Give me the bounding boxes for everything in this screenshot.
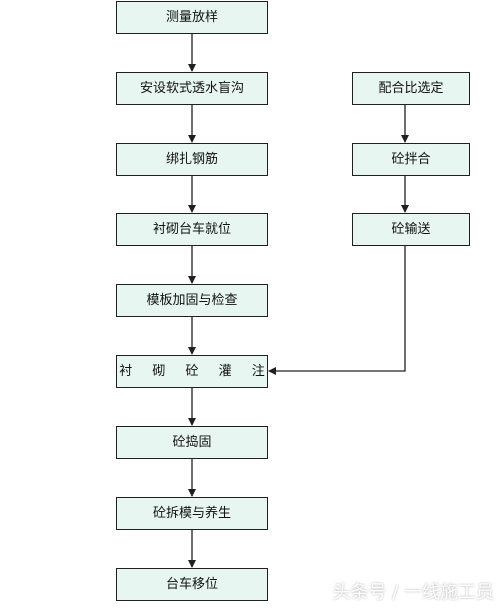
step-lining-concrete-pour: 衬 砌 砼 灌 注: [116, 355, 268, 388]
step-trolley-move-label: 台车移位: [165, 577, 218, 592]
step-lining-concrete-pour-label: 衬 砌 砼 灌 注: [119, 364, 273, 379]
step-survey-layout: 测量放样: [116, 1, 268, 34]
step-concrete-transport: 砼输送: [352, 213, 470, 246]
step-tie-rebar-label: 绑扎钢筋: [165, 152, 218, 167]
arrow-transport-to-pour: [268, 246, 406, 375]
watermark-text: 头条号 / 一线施工员: [332, 582, 494, 603]
step-lining-trolley-position-label: 衬砌台车就位: [152, 222, 231, 237]
step-concrete-mixing-label: 砼拌合: [391, 152, 431, 167]
step-concrete-compaction-label: 砼捣固: [172, 435, 212, 450]
step-concrete-transport-label: 砼输送: [391, 222, 431, 237]
step-install-drainage: 安设软式透水盲沟: [116, 72, 268, 105]
step-mix-design-label: 配合比选定: [378, 81, 444, 96]
step-formwork-check: 模板加固与检查: [116, 284, 268, 317]
step-concrete-mixing: 砼拌合: [352, 143, 470, 176]
step-demold-curing: 砼拆模与养生: [116, 497, 268, 530]
step-formwork-check-label: 模板加固与检查: [146, 293, 238, 308]
step-demold-curing-label: 砼拆模与养生: [152, 506, 231, 521]
step-mix-design: 配合比选定: [352, 72, 470, 105]
step-tie-rebar: 绑扎钢筋: [116, 143, 268, 176]
step-install-drainage-label: 安设软式透水盲沟: [139, 81, 244, 96]
step-concrete-compaction: 砼捣固: [116, 426, 268, 459]
step-lining-trolley-position: 衬砌台车就位: [116, 213, 268, 246]
step-trolley-move: 台车移位: [116, 568, 268, 601]
step-survey-layout-label: 测量放样: [165, 10, 218, 25]
